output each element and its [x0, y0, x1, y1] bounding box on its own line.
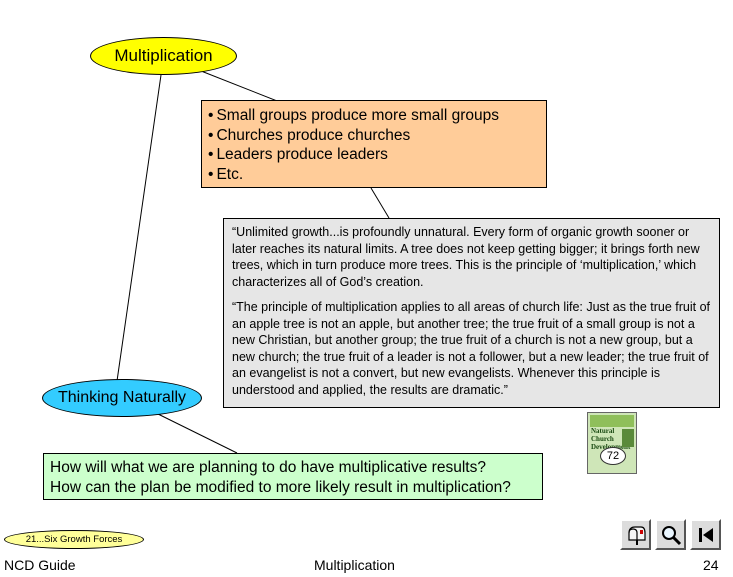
footer-page-number: 24 — [703, 557, 719, 573]
bullet-item: Small groups produce more small groups — [208, 106, 540, 126]
book-title-line: Natural — [591, 427, 615, 435]
thinking-naturally-label: Thinking Naturally — [57, 389, 187, 406]
bullet-item: Etc. — [208, 165, 540, 185]
book-cover-icon[interactable]: Natural Church Development 72 — [587, 412, 637, 474]
question-line: How will what we are planning to do have… — [50, 459, 486, 476]
nav-link-label: 21...Six Growth Forces — [25, 534, 123, 545]
footer-course-name: NCD Guide — [4, 557, 76, 573]
bullet-list: Small groups produce more small groups C… — [208, 106, 540, 184]
magnifier-icon — [661, 525, 681, 545]
multiplication-label: Multiplication — [114, 46, 213, 65]
thinking-naturally-ellipse: Thinking Naturally — [42, 379, 202, 417]
book-cover-photo — [622, 429, 634, 447]
mailbox-icon — [627, 525, 646, 545]
book-page-badge: 72 — [600, 447, 626, 465]
quote-paragraph: “The principle of multiplication applies… — [232, 300, 711, 397]
book-title-line: Church — [591, 435, 614, 443]
quote-paragraph: “Unlimited growth...is profoundly unnatu… — [232, 225, 700, 289]
search-button[interactable] — [655, 519, 686, 550]
connector-thinking-to-question — [157, 413, 238, 454]
question-line: How can the plan be modified to more lik… — [50, 478, 511, 496]
first-page-button[interactable] — [690, 519, 721, 550]
connector-bullets-to-quote — [370, 187, 390, 219]
footer-slide-title: Multiplication — [314, 557, 395, 573]
multiplication-ellipse: Multiplication — [90, 37, 237, 75]
nav-link-six-growth-forces[interactable]: 21...Six Growth Forces — [4, 530, 144, 549]
bullet-box: Small groups produce more small groups C… — [201, 100, 547, 188]
quote-box: “Unlimited growth...is profoundly unnatu… — [223, 218, 720, 408]
mailbox-button[interactable] — [620, 519, 651, 550]
connector-multiplication-to-thinking — [116, 74, 162, 382]
bullet-item: Churches produce churches — [208, 126, 540, 146]
bullet-item: Leaders produce leaders — [208, 145, 540, 165]
book-cover-banner — [590, 415, 634, 427]
question-box: How will what we are planning to do have… — [43, 453, 543, 500]
book-page-number: 72 — [606, 450, 620, 462]
skip-to-start-icon — [698, 527, 713, 542]
